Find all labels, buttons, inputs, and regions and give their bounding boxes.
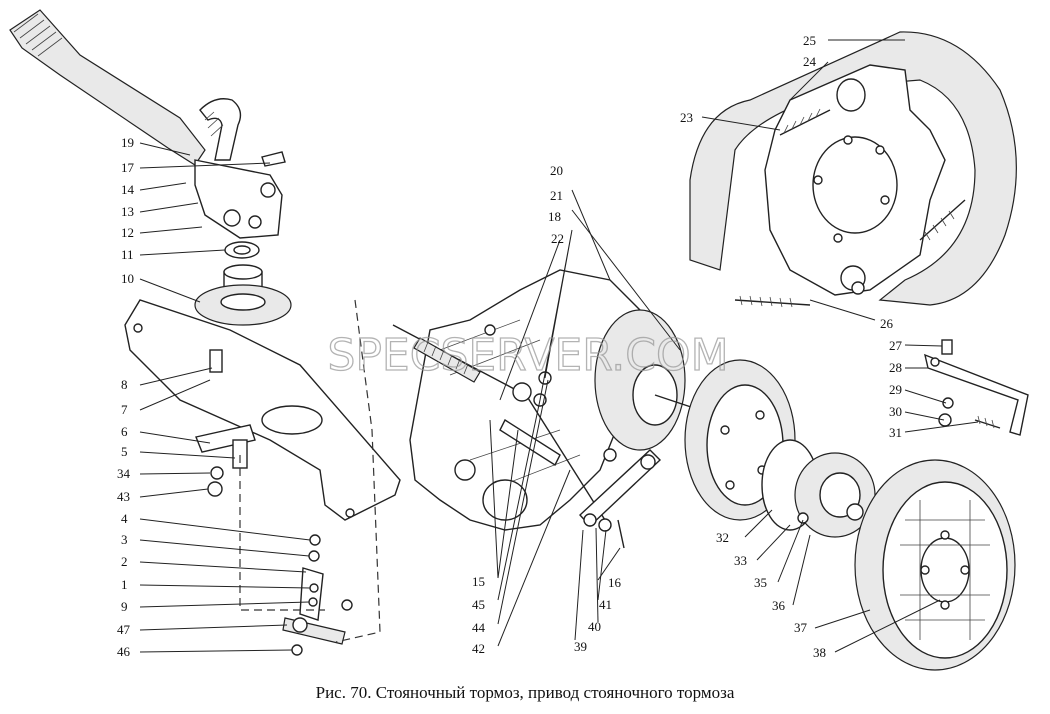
linkage-path-dashed	[239, 299, 381, 643]
lower-linkage	[282, 534, 353, 656]
callout-18: 18	[548, 209, 561, 224]
callout-21: 21	[550, 188, 563, 203]
fasteners-left	[195, 349, 256, 497]
exploded-brake-plate	[689, 31, 1017, 308]
callout-20: 20	[550, 163, 563, 178]
callout-39: 39	[574, 639, 587, 654]
callout-28: 28	[889, 360, 902, 375]
brake-drum	[854, 459, 1016, 671]
callout-36: 36	[772, 598, 786, 613]
callout-31: 31	[889, 425, 902, 440]
callout-4: 4	[121, 511, 128, 526]
callout-17: 17	[121, 160, 135, 175]
callout-23: 23	[680, 110, 693, 125]
callout-12: 12	[121, 225, 134, 240]
callout-47: 47	[117, 622, 131, 637]
drawing	[9, 9, 1029, 671]
callout-2: 2	[121, 554, 128, 569]
callout-11: 11	[121, 247, 134, 262]
callout-labels: 19 17 14 13 12 11 10 8 7 6 5 34 43 4 3 2…	[117, 33, 903, 660]
right-bracket	[924, 339, 1029, 436]
callout-33: 33	[734, 553, 747, 568]
callout-24: 24	[803, 54, 817, 69]
callout-3: 3	[121, 532, 128, 547]
callout-26: 26	[880, 316, 894, 331]
callout-9: 9	[121, 599, 128, 614]
hub-assembly	[761, 439, 876, 538]
callout-22: 22	[551, 231, 564, 246]
callout-29: 29	[889, 382, 902, 397]
callout-44: 44	[472, 620, 486, 635]
callout-8: 8	[121, 377, 128, 392]
brake-cable	[392, 324, 606, 521]
brake-lever	[9, 9, 286, 239]
callout-13: 13	[121, 204, 134, 219]
callout-32: 32	[716, 530, 729, 545]
callout-37: 37	[794, 620, 808, 635]
mounting-bracket	[124, 299, 401, 521]
backing-plate-front	[594, 309, 761, 451]
callout-34: 34	[117, 466, 131, 481]
leader-lines	[139, 39, 979, 653]
brake-arm	[579, 449, 662, 549]
callout-46: 46	[117, 644, 131, 659]
callout-5: 5	[121, 444, 128, 459]
callout-16: 16	[608, 575, 622, 590]
callout-19: 19	[121, 135, 134, 150]
callout-6: 6	[121, 424, 128, 439]
boot-assembly	[194, 241, 292, 326]
callout-30: 30	[889, 404, 902, 419]
callout-10: 10	[121, 271, 134, 286]
callout-40: 40	[588, 619, 601, 634]
callout-1: 1	[121, 577, 128, 592]
callout-35: 35	[754, 575, 767, 590]
callout-43: 43	[117, 489, 130, 504]
callout-14: 14	[121, 182, 135, 197]
figure-caption: Рис. 70. Стояночный тормоз, привод стоян…	[315, 683, 735, 702]
callout-27: 27	[889, 338, 903, 353]
callout-15: 15	[472, 574, 485, 589]
callout-45: 45	[472, 597, 485, 612]
watermark: SPECSERVER.COM	[327, 330, 728, 381]
callout-7: 7	[121, 402, 128, 417]
callout-42: 42	[472, 641, 485, 656]
callout-38: 38	[813, 645, 826, 660]
callout-25: 25	[803, 33, 816, 48]
callout-41: 41	[599, 597, 612, 612]
